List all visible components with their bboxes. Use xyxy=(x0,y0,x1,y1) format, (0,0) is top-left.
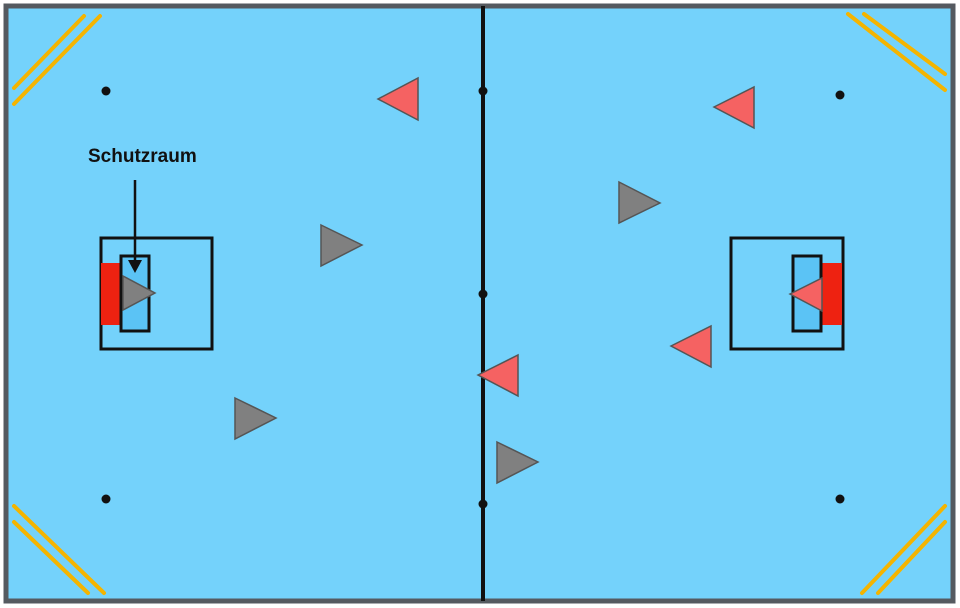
annotation-label: Schutzraum xyxy=(88,146,197,167)
field-dot xyxy=(101,86,111,96)
field-dot xyxy=(835,90,845,100)
center-dot xyxy=(478,86,488,96)
player-grey xyxy=(496,440,540,485)
player-grey xyxy=(618,180,662,225)
player-grey xyxy=(122,274,157,312)
player-red xyxy=(476,353,519,398)
field-dot xyxy=(101,494,111,504)
annotation-arrow-head xyxy=(128,260,142,273)
player-red xyxy=(788,276,823,313)
player-grey xyxy=(320,223,364,268)
field-dot xyxy=(835,494,845,504)
corner-mark-top-left xyxy=(12,14,102,106)
goal-area-right xyxy=(729,236,845,351)
corner-mark-bottom-right xyxy=(860,504,947,595)
player-red xyxy=(376,76,419,122)
center-dot xyxy=(478,289,488,299)
player-grey xyxy=(234,396,278,441)
player-red xyxy=(669,324,712,369)
center-dot xyxy=(478,499,488,509)
goal-left xyxy=(101,263,122,325)
player-red xyxy=(712,85,755,130)
goal-right xyxy=(821,263,842,325)
corner-mark-top-right xyxy=(846,12,947,92)
corner-mark-bottom-left xyxy=(12,504,106,595)
